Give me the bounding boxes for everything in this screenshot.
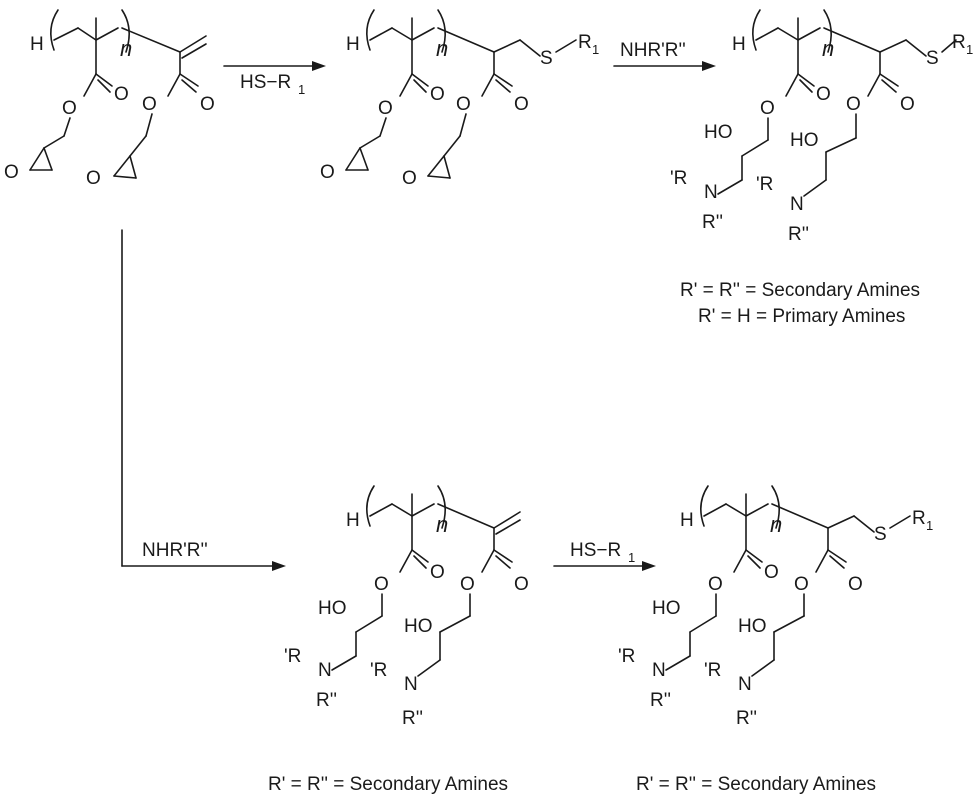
caption-bottom-middle: R' = R'' = Secondary Amines [268,774,508,795]
hydroxyl-1: HO [704,122,733,143]
molecule-bottom-final: H n S R 1 O O HO N 'R R'' O O [618,485,933,729]
nitrogen-1: N [704,182,718,203]
nitrogen-2: N [738,674,752,695]
carbonyl-o-1: O [764,562,779,583]
repeat-n: n [436,512,448,537]
molecule-amine-adduct: H n O O HO N 'R R'' O O HO N [284,485,529,729]
carbonyl-o-1: O [430,562,445,583]
r-dblprime-2: R'' [402,708,423,729]
carbonyl-o-1: O [430,84,445,105]
hydroxyl-1: HO [652,598,681,619]
ester-o-2: O [142,94,157,115]
r1-group-sub: 1 [592,42,599,57]
r-prime-1: 'R [284,646,301,667]
caption-bottom-right: R' = R'' = Secondary Amines [636,774,876,795]
atom-h: H [346,34,360,55]
r1-group-sub: 1 [966,42,973,57]
molecule-start: H n O O O O O O [4,9,215,189]
carbonyl-o-1: O [114,84,129,105]
r-dblprime-1: R'' [702,212,723,233]
ester-o-2: O [456,94,471,115]
carbonyl-o-2: O [514,94,529,115]
r-prime-2: 'R [756,174,773,195]
nitrogen-1: N [318,660,332,681]
nitrogen-1: N [652,660,666,681]
epoxide-o-2: O [86,168,101,189]
reagent-amine-bottom: NHR'R'' [142,540,208,561]
nitrogen-2: N [790,194,804,215]
r-dblprime-1: R'' [650,690,671,711]
carbonyl-o-2: O [900,94,915,115]
r-prime-2: 'R [370,660,387,681]
reagent-amine-top: NHR'R'' [620,40,686,61]
carbonyl-o-2: O [200,94,215,115]
atom-h: H [732,34,746,55]
ester-o-1: O [378,98,393,119]
caption-top-right-2: R' = H = Primary Amines [698,306,905,327]
carbonyl-o-2: O [514,574,529,595]
hydroxyl-2: HO [404,616,433,637]
reaction-arrow-thiol-bottom: HS−R 1 [553,540,656,571]
molecule-thiol-adduct: H n S R 1 O O O O O [320,9,599,189]
r1-group: R [578,32,592,53]
epoxide-o-2: O [402,168,417,189]
atom-h: H [346,510,360,531]
hydroxyl-2: HO [738,616,767,637]
sulfur-atom: S [540,48,553,69]
reagent-thiol-bottom-sub: 1 [628,550,635,565]
r-dblprime-2: R'' [788,224,809,245]
reaction-arrow-amine-bottom: NHR'R'' [121,229,286,571]
ester-o-2: O [794,574,809,595]
reaction-arrow-thiol-top: HS−R 1 [223,61,326,97]
r1-group-sub: 1 [926,518,933,533]
carbonyl-o-2: O [848,574,863,595]
repeat-n: n [822,36,834,61]
ester-o-1: O [62,98,77,119]
epoxide-o-1: O [320,162,335,183]
hydroxyl-1: HO [318,598,347,619]
reagent-thiol-top: HS−R [240,72,291,93]
r-dblprime-1: R'' [316,690,337,711]
reagent-thiol-bottom: HS−R [570,540,621,561]
hydroxyl-2: HO [790,130,819,151]
atom-h: H [30,34,44,55]
r-prime-1: 'R [670,168,687,189]
epoxide-o-1: O [4,162,19,183]
reaction-arrow-amine-top: NHR'R'' [613,40,716,71]
repeat-n: n [770,512,782,537]
r-prime-2: 'R [704,660,721,681]
repeat-n: n [120,36,132,61]
sulfur-atom: S [874,524,887,545]
molecule-top-final: H n S R 1 O O HO N 'R R'' O O [670,9,973,245]
ester-o-2: O [460,574,475,595]
r1-group: R [952,32,966,53]
caption-top-right-1: R' = R'' = Secondary Amines [680,280,920,301]
ester-o-1: O [374,574,389,595]
carbonyl-o-1: O [816,84,831,105]
sulfur-atom: S [926,48,939,69]
ester-o-2: O [846,94,861,115]
r-prime-1: 'R [618,646,635,667]
reagent-thiol-top-sub: 1 [298,82,305,97]
r-dblprime-2: R'' [736,708,757,729]
repeat-n: n [436,36,448,61]
nitrogen-2: N [404,674,418,695]
atom-h: H [680,510,694,531]
r1-group: R [912,508,926,529]
ester-o-1: O [708,574,723,595]
ester-o-1: O [760,98,775,119]
